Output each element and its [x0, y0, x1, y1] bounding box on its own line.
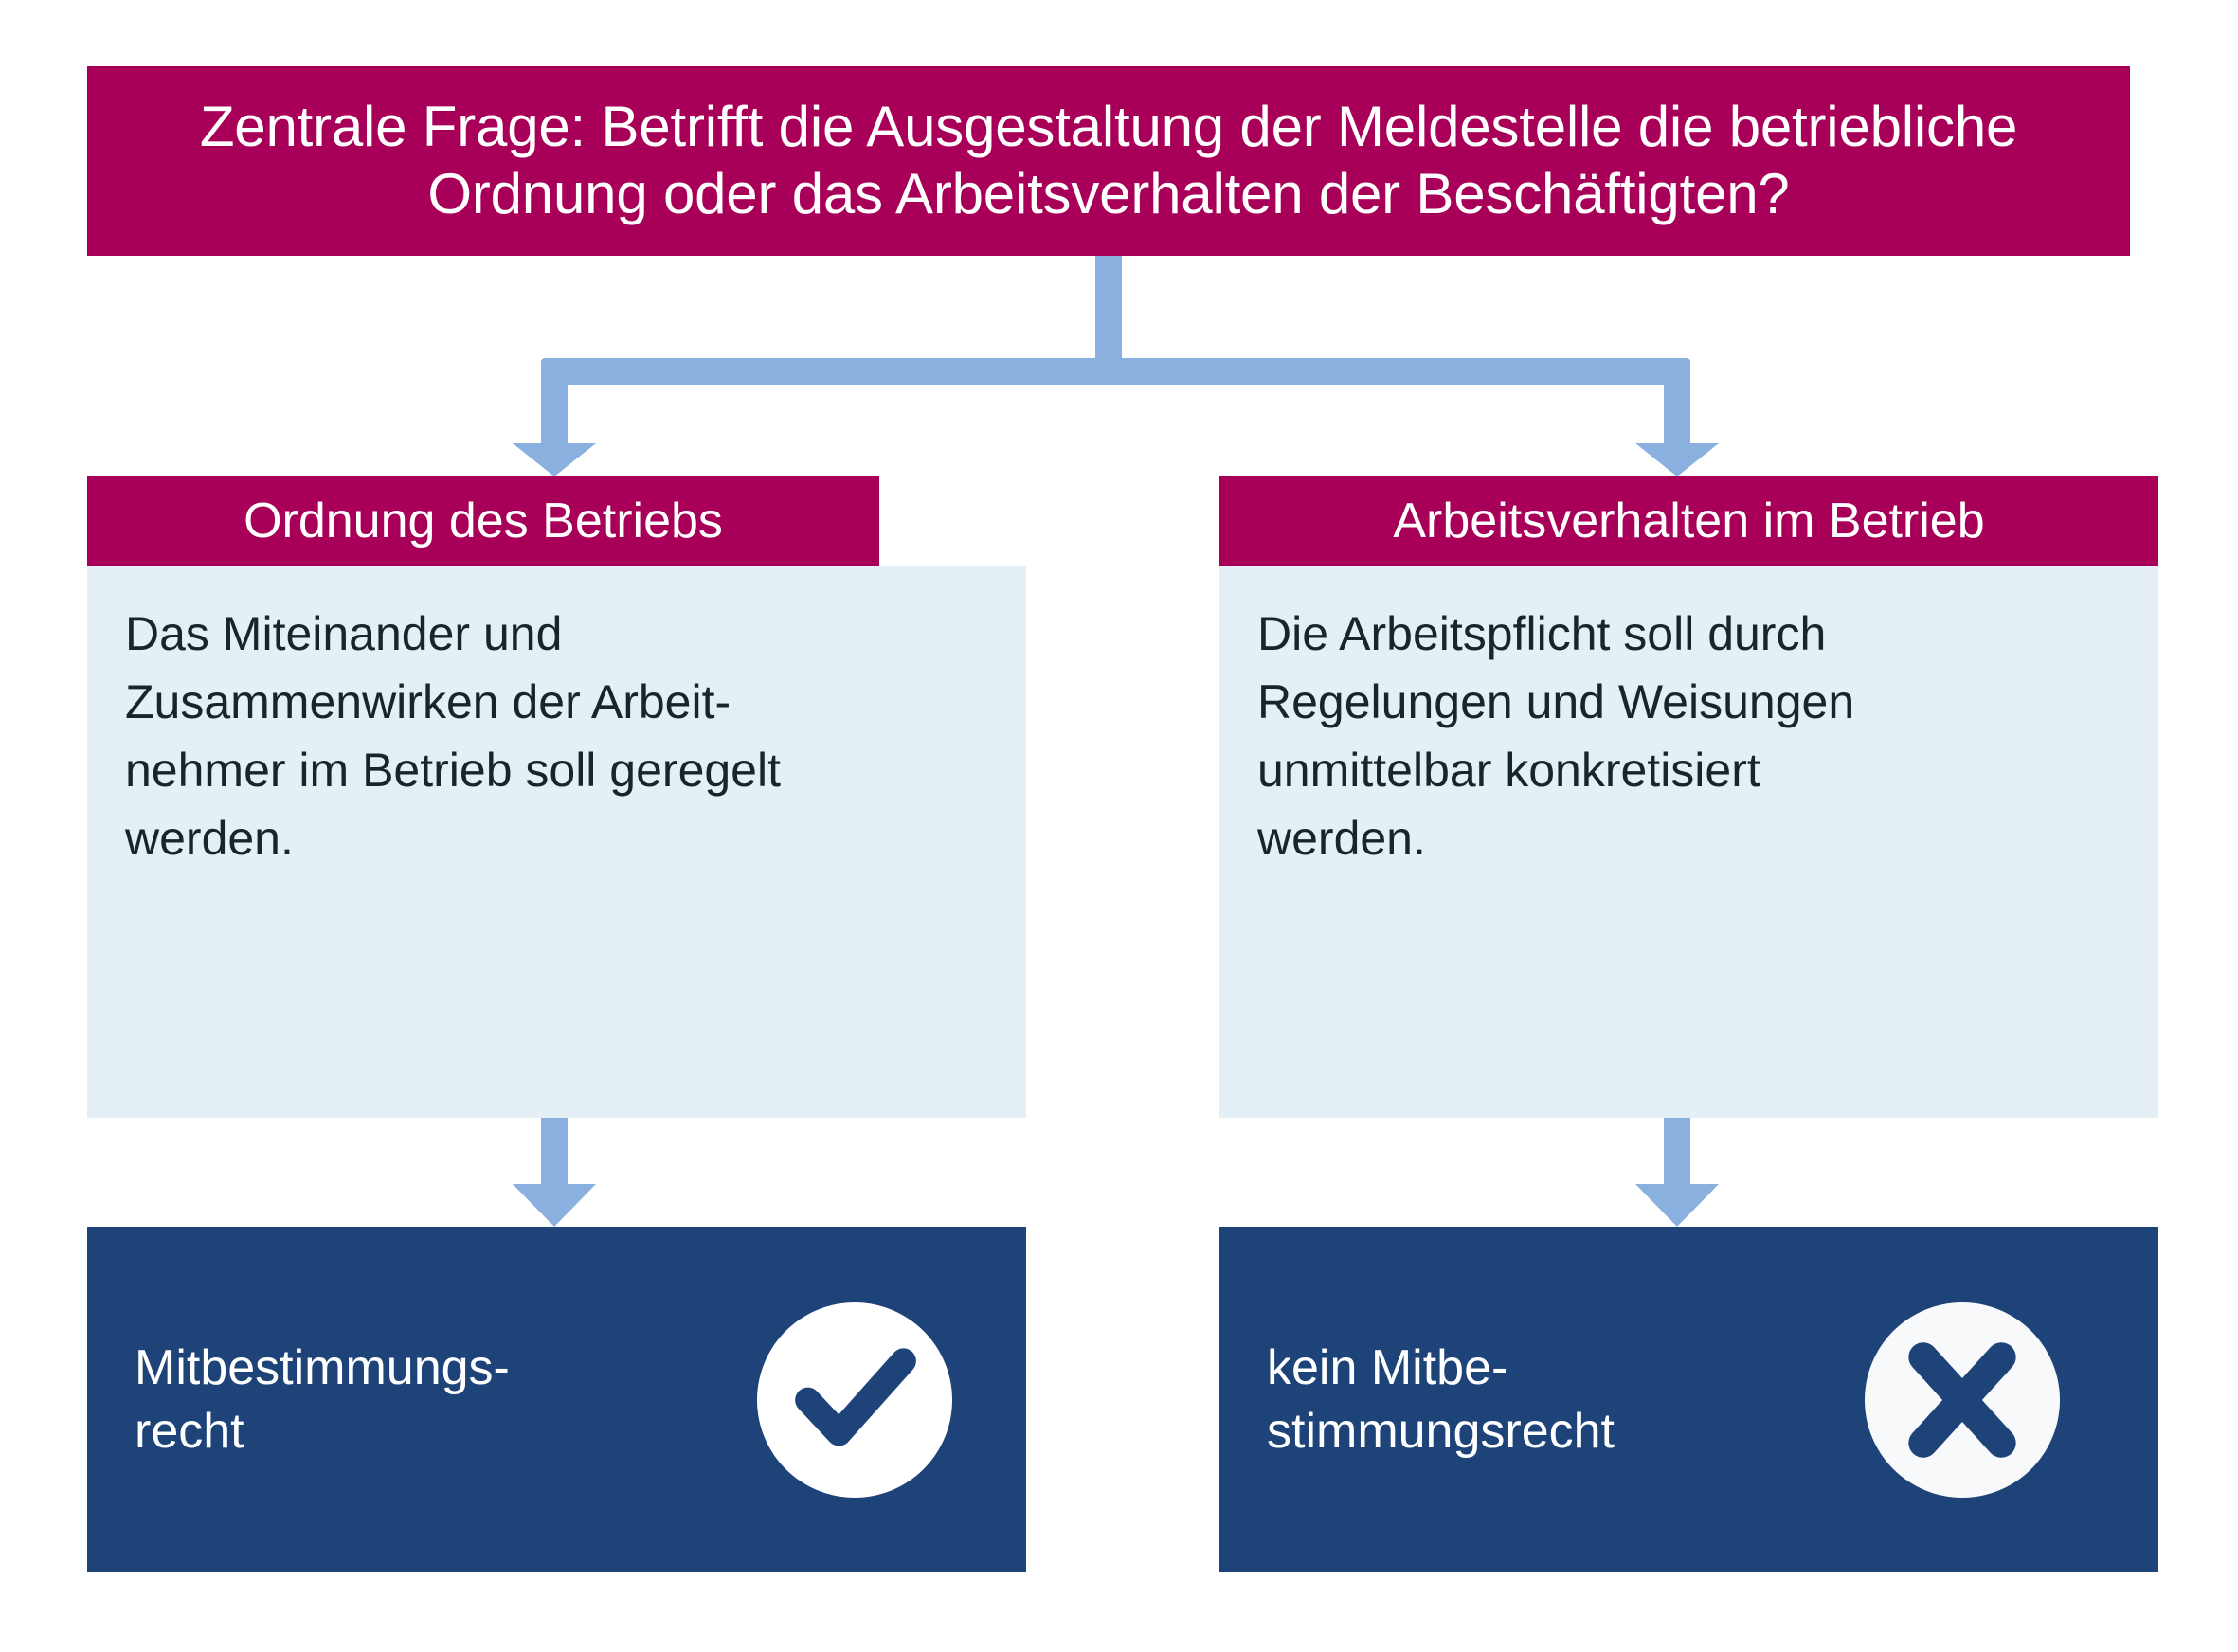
branch-connector-icon — [513, 256, 1719, 476]
branch-card-header: Arbeitsverhalten im Betrieb — [1219, 476, 2158, 566]
branch-card-header: Ordnung des Betriebs — [87, 476, 879, 566]
branch-card-arbeitsverhalten: Arbeitsverhalten im Betrieb Die Arbeitsp… — [1219, 476, 2158, 1118]
question-text: Zentrale Frage: Betrifft die Ausgestaltu… — [199, 95, 2018, 225]
left-result-arrow-icon — [513, 1118, 596, 1227]
question-banner: Zentrale Frage: Betrifft die Ausgestaltu… — [87, 66, 2130, 256]
branch-card-body-text: Die Arbeitspflicht soll durch Regelungen… — [1257, 607, 1855, 865]
branch-card-body-text: Das Miteinander und Zusammenwirken der A… — [125, 607, 781, 865]
branch-card-body: Die Arbeitspflicht soll durch Regelungen… — [1219, 566, 2158, 1118]
right-result-arrow-icon — [1635, 1118, 1719, 1227]
branch-card-header-label: Ordnung des Betriebs — [244, 494, 723, 548]
branch-card-ordnung: Ordnung des Betriebs Das Miteinander und… — [87, 476, 1026, 1118]
check-circle-icon — [757, 1302, 952, 1498]
result-box-mitbestimmungsrecht: Mitbestimmungs- recht — [87, 1227, 1026, 1572]
result-label: kein Mitbe- stimmungsrecht — [1267, 1339, 1615, 1459]
result-label: Mitbestimmungs- recht — [135, 1339, 510, 1459]
branch-card-header-label: Arbeitsverhalten im Betrieb — [1393, 494, 1985, 548]
cross-circle-icon — [1865, 1302, 2060, 1498]
branch-card-body: Das Miteinander und Zusammenwirken der A… — [87, 566, 1026, 1118]
result-box-kein-mitbestimmungsrecht: kein Mitbe- stimmungsrecht — [1219, 1227, 2158, 1572]
